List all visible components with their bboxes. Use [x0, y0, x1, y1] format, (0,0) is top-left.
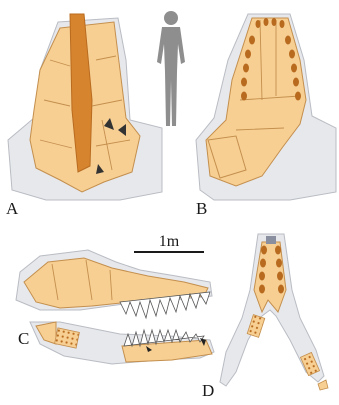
panel-d-mandible-dorsal [220, 234, 328, 390]
panel-label-a: A [6, 199, 19, 218]
panel-c-skull-lateral [16, 250, 214, 364]
scale-bar-label: 1m [159, 233, 180, 250]
human-silhouette-icon [157, 11, 185, 126]
panel-label-d: D [202, 381, 214, 400]
panel-label-b: B [196, 199, 207, 218]
panel-a-skull-dorsal [8, 14, 162, 200]
scale-bar: 1m [134, 233, 204, 252]
panel-b-skull-ventral [196, 14, 336, 200]
panel-label-c: C [18, 329, 29, 348]
